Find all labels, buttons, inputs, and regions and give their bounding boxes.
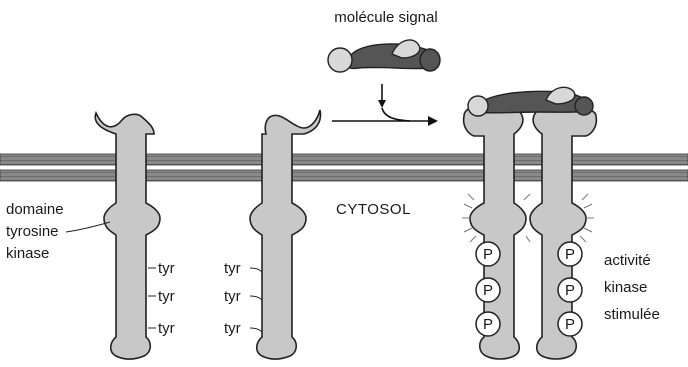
phosphate-label: P	[483, 246, 493, 263]
receptor-monomer-middle	[250, 110, 320, 359]
phosphate-label: P	[565, 316, 575, 333]
phosphate-group: P	[558, 278, 582, 302]
signal-molecule-free	[328, 40, 440, 72]
signal-molecule-bound	[468, 87, 593, 116]
phosphate-group: P	[476, 312, 500, 336]
phosphate-group: P	[476, 278, 500, 302]
phosphate-group: P	[558, 312, 582, 336]
phosphate-label: P	[483, 316, 493, 333]
leader-lines	[66, 222, 262, 332]
activity-label-line2: kinase	[604, 279, 647, 296]
phosphate-label: P	[565, 282, 575, 299]
tyr-label: tyr	[158, 260, 175, 277]
domain-label-line1: domaine	[6, 201, 64, 218]
phosphate-group: P	[558, 242, 582, 266]
phosphate-label: P	[483, 282, 493, 299]
signal-molecule-label: molécule signal	[334, 9, 437, 26]
cytosol-label: CYTOSOL	[336, 201, 411, 218]
tyr-label: tyr	[158, 320, 175, 337]
tyr-label: tyr	[224, 320, 241, 337]
activity-label-line1: activité	[604, 252, 651, 269]
domain-label-line2: tyrosine	[6, 223, 59, 240]
tyr-label: tyr	[224, 288, 241, 305]
tyr-label: tyr	[224, 260, 241, 277]
binding-arrow	[332, 84, 438, 126]
receptor-monomer-left	[95, 113, 160, 359]
activity-label-line3: stimulée	[604, 306, 660, 323]
tyr-label: tyr	[158, 288, 175, 305]
plasma-membrane	[0, 154, 688, 181]
phosphate-group: P	[476, 242, 500, 266]
domain-label-line3: kinase	[6, 245, 49, 262]
phosphate-label: P	[565, 246, 575, 263]
